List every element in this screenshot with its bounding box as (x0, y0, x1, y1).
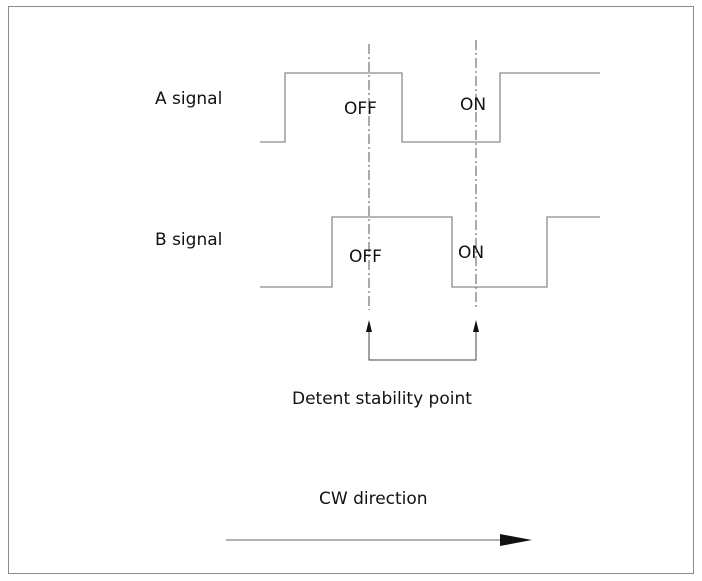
a-signal-off-label: OFF (344, 99, 377, 119)
b-signal-on-label: ON (458, 243, 484, 263)
a-signal-waveform (260, 72, 600, 143)
cw-direction-arrowhead (500, 534, 532, 546)
a-signal-label: A signal (155, 89, 222, 109)
diagram-frame (8, 6, 694, 574)
cw-direction-label: CW direction (319, 489, 428, 509)
b-signal-label: B signal (155, 230, 222, 250)
b-signal-waveform (260, 216, 600, 288)
detent-bracket (368, 328, 477, 361)
detent-arrow-right (473, 320, 479, 332)
a-signal-on-label: ON (460, 95, 486, 115)
b-signal-off-label: OFF (349, 247, 382, 267)
detent-arrow-left (366, 320, 372, 332)
detent-stability-label: Detent stability point (292, 389, 472, 409)
